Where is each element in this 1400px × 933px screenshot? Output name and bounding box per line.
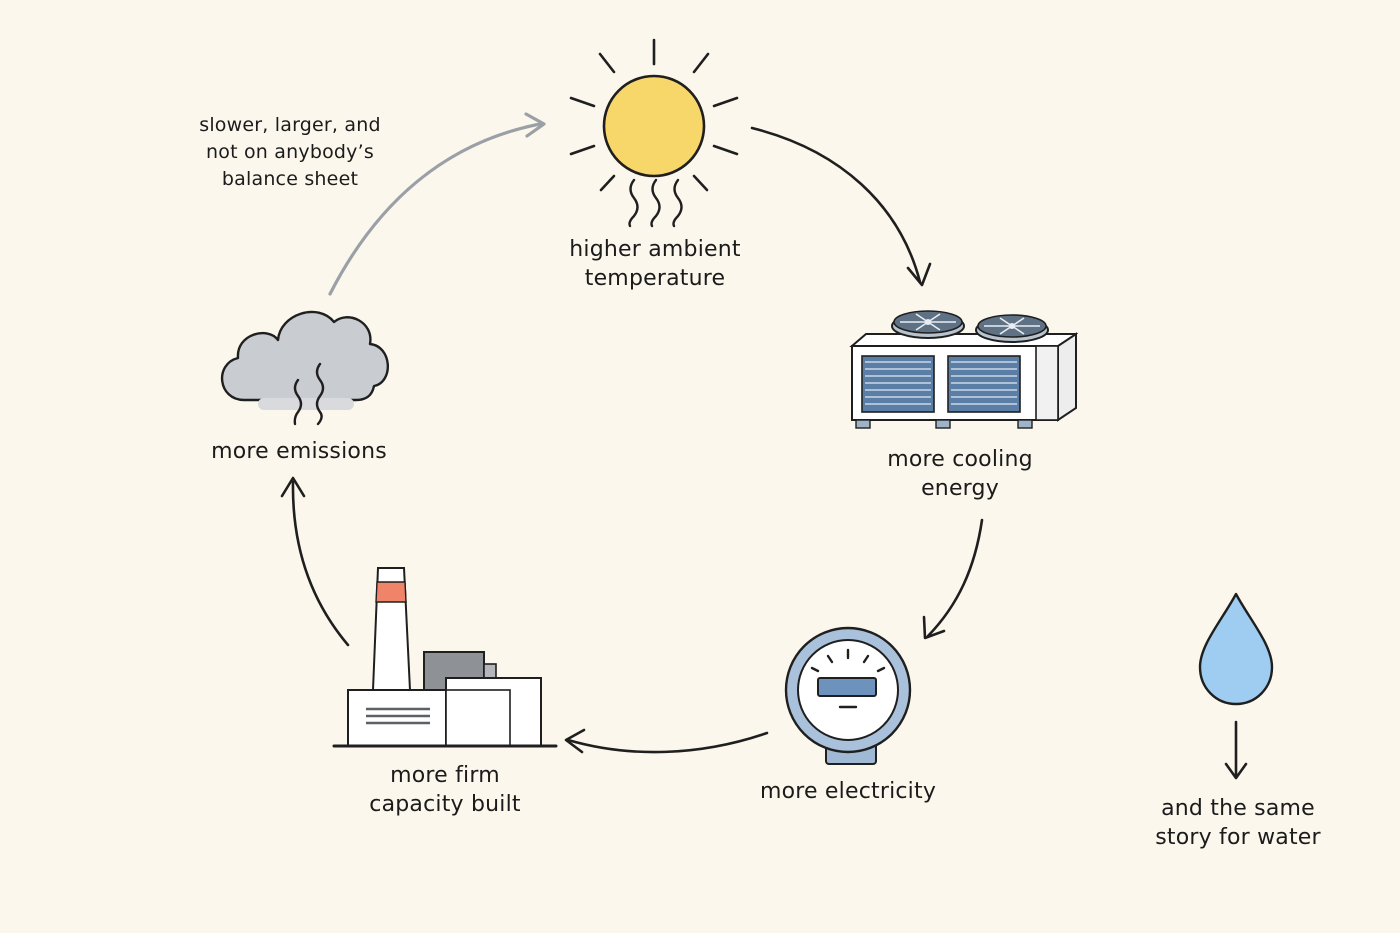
label-line: story for water <box>1155 825 1321 850</box>
feedback-note: slower, larger, and not on anybody’s bal… <box>180 112 400 193</box>
arrow-temperature-to-cooling <box>750 126 922 284</box>
label-line: energy <box>921 476 999 501</box>
cooling-unit-icon <box>849 310 1079 429</box>
electricity-meter-icon <box>784 626 912 765</box>
fan-icon <box>891 310 965 339</box>
note-line: not on anybody’s <box>206 141 374 163</box>
water-drop-icon <box>1198 592 1274 706</box>
arrow-capacity-to-emissions <box>291 480 350 647</box>
label-capacity: more firm capacity built <box>345 761 545 819</box>
note-line: balance sheet <box>221 168 359 190</box>
label-line: and the same <box>1161 796 1315 821</box>
water-down-arrow <box>1224 720 1248 780</box>
label-electricity: more electricity <box>748 777 948 806</box>
label-line: more firm <box>390 763 500 788</box>
label-line: higher ambient <box>569 237 741 262</box>
label-water: and the same story for water <box>1138 794 1338 852</box>
arrow-emissions-to-temperature <box>328 122 542 296</box>
arrow-cooling-to-electricity <box>926 518 984 638</box>
sun-icon <box>569 38 739 228</box>
cloud-icon <box>221 310 390 426</box>
label-line: capacity built <box>369 792 521 817</box>
fan-icon <box>975 314 1049 343</box>
label-cooling: more cooling energy <box>860 445 1060 503</box>
label-emissions: more emissions <box>199 437 399 466</box>
note-line: slower, larger, and <box>199 114 381 136</box>
label-line: more cooling <box>887 447 1033 472</box>
label-line: temperature <box>584 266 726 291</box>
label-temperature: higher ambient temperature <box>555 235 755 293</box>
label-line: more emissions <box>211 439 387 464</box>
label-line: more electricity <box>759 779 937 804</box>
arrow-electricity-to-capacity <box>566 731 769 754</box>
power-plant-icon <box>332 567 558 748</box>
